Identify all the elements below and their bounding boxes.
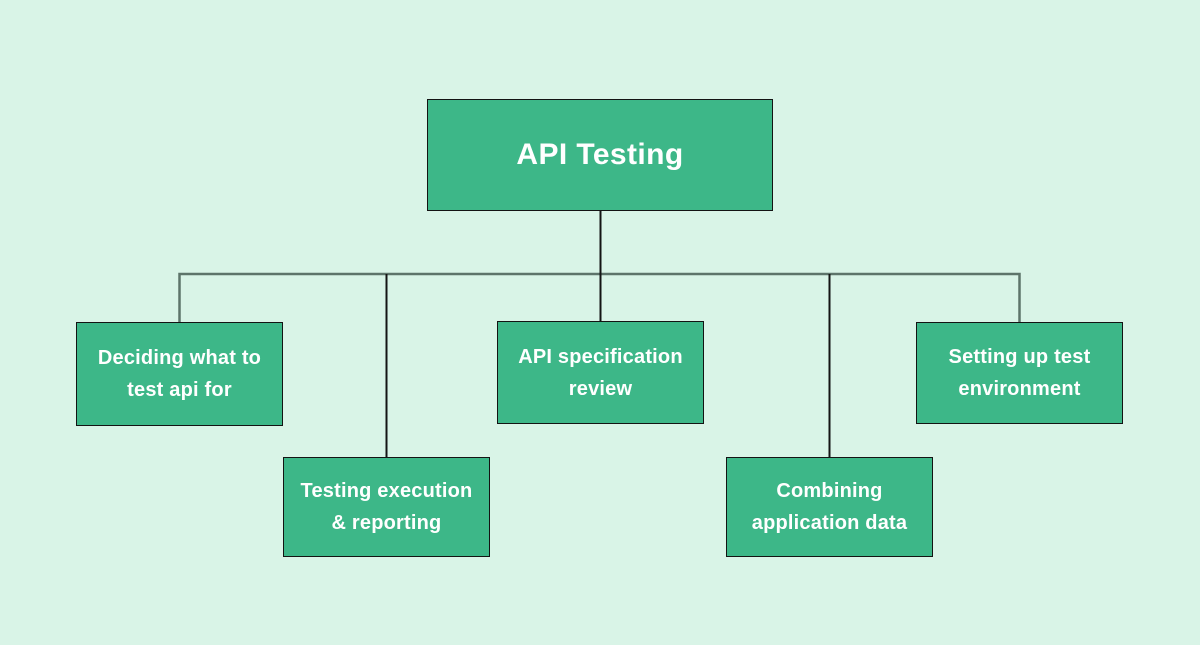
connector-branch-rail [178,272,1021,323]
node-setting-up-test-environment: Setting up test environment [916,322,1123,424]
node-combining-application-data: Combining application data [726,457,933,557]
node-deciding-what-to-test: Deciding what to test api for [76,322,283,426]
node-api-specification-review: API specification review [497,321,704,424]
node-api-testing: API Testing [427,99,773,211]
node-testing-execution-reporting: Testing execution & reporting [283,457,490,557]
